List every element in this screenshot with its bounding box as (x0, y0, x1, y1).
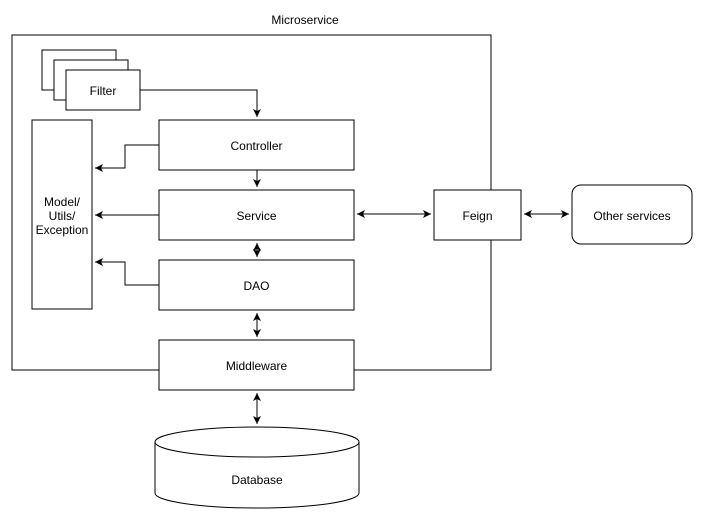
controller-label: Controller (230, 139, 282, 153)
model-utils-exception-node: Model/ Utils/ Exception (31, 119, 93, 310)
database-label: Database (231, 473, 283, 487)
service-label: Service (236, 209, 276, 223)
middleware-node: Middleware (158, 339, 355, 391)
other-services-node: Other services (571, 184, 693, 245)
other-services-label: Other services (593, 209, 670, 223)
model-label-line-3: Exception (36, 223, 89, 237)
model-label-line-2: Utils/ (49, 209, 76, 223)
feign-node: Feign (433, 189, 522, 241)
filter-stack: Filter (41, 49, 141, 111)
service-node: Service (158, 189, 355, 241)
edge-controller-to-model (95, 144, 159, 172)
middleware-label: Middleware (226, 359, 288, 373)
edge-dao-to-model (95, 258, 159, 286)
edge-filter-to-controller (140, 89, 261, 117)
model-label-line-1: Model/ (44, 195, 81, 209)
controller-node: Controller (158, 119, 355, 171)
dao-label: DAO (243, 279, 269, 293)
dao-node: DAO (158, 259, 355, 311)
filter-label: Filter (90, 84, 117, 98)
microservice-title: Microservice (271, 13, 339, 27)
feign-label: Feign (462, 209, 492, 223)
database-node: Database (154, 426, 360, 509)
